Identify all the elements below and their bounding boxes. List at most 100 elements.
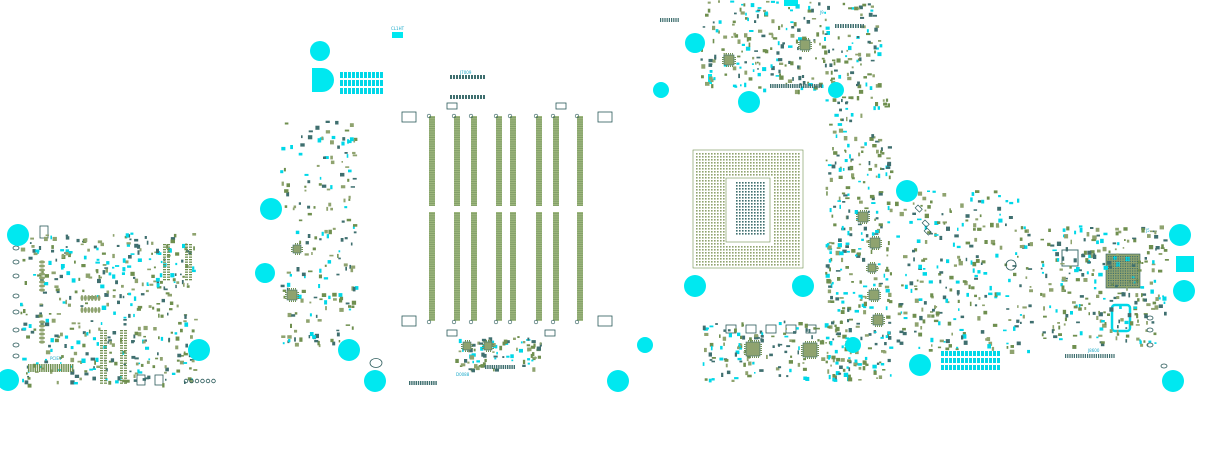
smd-pad — [960, 203, 964, 208]
smd-pad — [781, 24, 783, 28]
smd-pad — [825, 360, 828, 364]
bga-ball — [1112, 275, 1114, 277]
cpu-pin — [714, 198, 716, 200]
smd-pad — [1091, 273, 1094, 276]
cpu-pin — [750, 249, 752, 251]
smd-pad — [874, 331, 877, 333]
cpu-pin — [798, 195, 800, 197]
cpu-pin — [714, 219, 716, 221]
smd-pad — [328, 295, 331, 300]
smd-pad — [1109, 265, 1113, 269]
dimm-pin — [429, 317, 435, 319]
cpu-pin — [792, 237, 794, 239]
smd-pad — [886, 254, 889, 257]
bga-ball — [1110, 275, 1112, 277]
cpu-pin — [789, 162, 791, 164]
cpu-core-pin — [763, 221, 765, 223]
dimm-pin — [496, 175, 502, 177]
smd-pad — [943, 341, 946, 343]
bga-ball — [1108, 260, 1110, 262]
cpu-pin — [696, 174, 698, 176]
smd-pad — [175, 345, 179, 350]
qfn-pin — [872, 236, 873, 238]
dimm-pin — [536, 193, 542, 195]
smd-pad — [758, 29, 763, 33]
qfn-pin — [734, 61, 736, 62]
dimm-pin — [496, 140, 502, 142]
cpu-pin — [732, 159, 734, 161]
bga-ball — [1129, 284, 1131, 286]
smd-pad — [458, 350, 462, 353]
cyan-connector-pin — [949, 351, 952, 356]
cpu-pin — [753, 162, 755, 164]
smd-pad — [841, 50, 843, 53]
qfn-pin — [817, 353, 819, 354]
smd-pad — [348, 198, 351, 201]
smd-pad — [856, 252, 861, 256]
smd-pad — [145, 289, 149, 293]
cpu-pin — [723, 159, 725, 161]
header-pin — [120, 357, 123, 359]
smd-pad — [942, 221, 947, 224]
bga-ball — [1127, 268, 1129, 270]
dimm-pin — [496, 146, 502, 148]
dimm-pin — [536, 302, 542, 304]
qfn-pin — [875, 313, 876, 315]
smd-pad — [1084, 307, 1087, 310]
dimm-pin — [553, 260, 559, 262]
smd-pad — [708, 352, 712, 357]
bga-ball — [1110, 258, 1112, 260]
cpu-pin — [717, 210, 719, 212]
qfn-pin — [805, 341, 806, 343]
bga-ball — [1132, 270, 1134, 272]
dimm-pin — [471, 166, 477, 168]
smd-pad — [916, 239, 921, 243]
smd-pad — [788, 45, 793, 48]
smd-pad — [856, 96, 860, 101]
qfn-pin — [482, 346, 484, 347]
row-pin — [1078, 354, 1080, 358]
header-pin — [189, 261, 192, 263]
cpu-pin — [699, 234, 701, 236]
smd-pad — [1143, 313, 1148, 315]
qfn-pin — [879, 292, 881, 293]
dimm-pin — [553, 144, 559, 146]
smd-pad — [139, 248, 142, 252]
smd-pad — [1113, 296, 1118, 300]
cpu-core-pin — [757, 194, 759, 196]
dimm-pin — [429, 308, 435, 310]
smd-pad — [766, 0, 770, 3]
bga-ball — [1122, 270, 1124, 272]
dimm-pin — [454, 188, 460, 190]
bga-ball — [1122, 280, 1124, 282]
smd-pad — [142, 340, 146, 344]
dimm-pin — [454, 306, 460, 308]
smd-pad — [315, 125, 320, 130]
smd-pad — [1108, 250, 1111, 254]
smd-pad — [1087, 261, 1091, 264]
smd-pad — [914, 248, 918, 252]
header-pin — [100, 380, 103, 382]
cpu-pin — [714, 255, 716, 257]
cpu-pin — [717, 252, 719, 254]
cpu-pin — [756, 171, 758, 173]
smd-pad — [887, 221, 891, 224]
smd-pad — [851, 281, 854, 283]
cpu-pin — [741, 246, 743, 248]
qfn-pin — [754, 340, 755, 342]
cpu-core-pin — [751, 224, 753, 226]
qfn-pin — [871, 321, 873, 322]
smd-pad — [128, 292, 132, 296]
qfn-pin — [880, 240, 882, 241]
dimm-pin — [429, 171, 435, 173]
dimm-pin — [510, 153, 516, 155]
cpu-pin — [774, 207, 776, 209]
smd-pad — [190, 335, 193, 339]
smd-pad — [921, 259, 926, 262]
cpu-pin — [702, 153, 704, 155]
smd-pad — [337, 253, 339, 258]
dimm-pin — [536, 173, 542, 175]
smd-pad — [778, 343, 780, 347]
cpu-pin — [744, 258, 746, 260]
dimm-pin — [536, 280, 542, 282]
